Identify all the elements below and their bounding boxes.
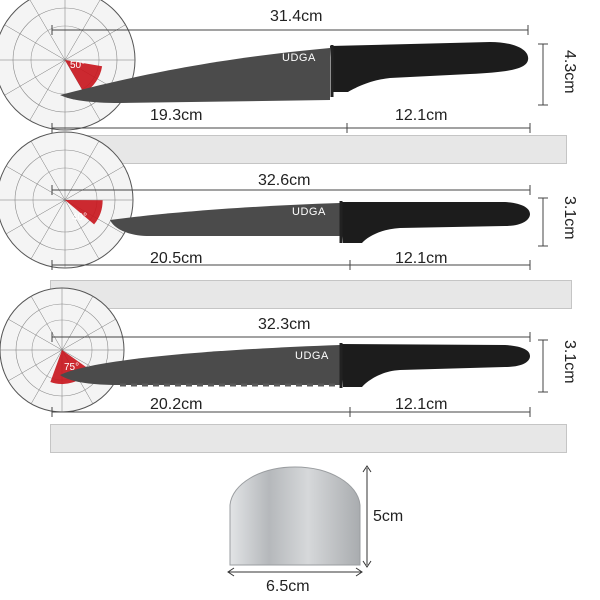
knife-3-angle-label: 75°: [64, 362, 80, 373]
ruler-1: [50, 135, 567, 164]
knife-3-blade-height: 3.1cm: [561, 340, 578, 384]
knife-1-handle-length: 12.1cm: [395, 107, 448, 124]
knife-1-total-length: 31.4cm: [270, 8, 323, 25]
knife-1-blade-height: 4.3cm: [561, 50, 578, 94]
knife-3-blade-length: 20.2cm: [150, 396, 203, 413]
knife-2-angle-label: 40°: [72, 212, 88, 223]
knife-3-handle-length: 12.1cm: [395, 396, 448, 413]
knife-1-brand: UDGA: [282, 52, 316, 64]
knife-3-total-length: 32.3cm: [258, 316, 311, 333]
knife-1-angle-label: 50°: [70, 60, 86, 71]
ruler-3: [50, 424, 567, 453]
knife-2-blade-length: 20.5cm: [150, 250, 203, 267]
knife-3-brand: UDGA: [295, 350, 329, 362]
finger-guard-height: 5cm: [373, 508, 404, 525]
knife-2-total-length: 32.6cm: [258, 172, 311, 189]
knife-2-brand: UDGA: [292, 206, 326, 218]
finger-guard-width: 6.5cm: [266, 578, 310, 595]
knife-1-blade-length: 19.3cm: [150, 107, 203, 124]
knife-2-handle-length: 12.1cm: [395, 250, 448, 267]
knife-2-blade-height: 3.1cm: [561, 196, 578, 240]
ruler-2: [50, 280, 572, 309]
